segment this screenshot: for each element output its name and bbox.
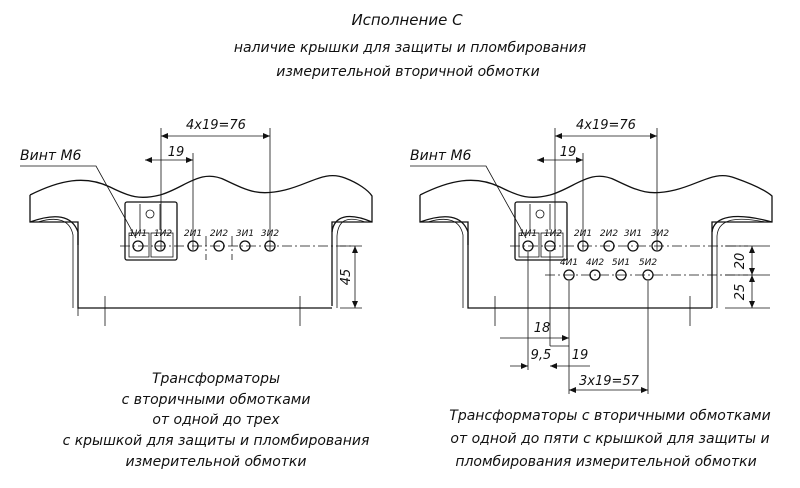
right-dim-18: 18	[534, 321, 551, 336]
right-screw-label: Винт М6	[410, 148, 472, 164]
right-cover	[514, 201, 568, 261]
right-dim-25: 25	[733, 284, 748, 301]
left-flange-left	[29, 216, 79, 245]
right-terminal-8	[589, 269, 601, 281]
right-terminal-label-5: 3И1	[624, 229, 642, 239]
right-caption-line1: Трансформаторы с вторичными обмотками	[449, 408, 770, 424]
right-terminal-label-8: 4И2	[586, 258, 604, 268]
left-caption-line2: с вторичными обмотками	[122, 392, 311, 408]
right-caption-line2: от одной до пяти с крышкой для защиты и	[450, 431, 769, 447]
left-terminal-label-4: 2И2	[210, 229, 228, 239]
left-cover-cell-1	[128, 232, 150, 258]
left-caption-line3: от одной до трех	[152, 412, 280, 428]
right-terminal-7	[563, 269, 575, 281]
left-dim-height: 45	[339, 269, 354, 286]
left-cover	[124, 201, 178, 261]
right-terminal-label-7: 4И1	[560, 258, 578, 268]
left-terminal-label-1: 1И1	[129, 229, 147, 239]
left-caption-line5: измерительной обмотки	[126, 454, 307, 470]
right-flange-left-inner	[427, 218, 464, 308]
left-screw-label: Винт М6	[20, 148, 82, 164]
right-dim-20: 20	[733, 253, 748, 270]
right-terminal-10	[642, 269, 654, 281]
right-flange-left	[419, 216, 469, 245]
left-terminal-3	[187, 240, 199, 252]
left-terminal-label-6: 3И2	[261, 229, 279, 239]
left-flange-right-inner	[336, 218, 366, 308]
left-terminal-2	[154, 240, 166, 252]
left-caption-line1: Трансформаторы	[152, 371, 280, 387]
left-terminal-1	[132, 240, 144, 252]
left-screw-leader	[20, 165, 137, 239]
left-terminal-label-3: 2И1	[184, 229, 202, 239]
right-terminal-9	[615, 269, 627, 281]
right-terminal-5	[627, 240, 639, 252]
left-body-outline	[29, 174, 373, 309]
left-terminal-4	[213, 240, 225, 252]
left-terminal-5	[239, 240, 251, 252]
left-seal-hole	[145, 209, 155, 219]
right-terminal-label-3: 2И1	[574, 229, 592, 239]
left-view: 1И1 1И2 2И1 2И2 3И1 3И2 4х19=76 19 45 Ви…	[20, 118, 373, 470]
right-cover-cell-2	[540, 232, 564, 258]
title: Исполнение С	[351, 11, 463, 29]
right-dim-19-bottom: 19	[572, 348, 589, 363]
right-terminal-label-6: 3И2	[651, 229, 669, 239]
right-dim-total: 4х19=76	[576, 118, 636, 133]
left-terminals: 1И1 1И2 2И1 2И2 3И1 3И2	[129, 229, 279, 252]
right-terminal-6	[651, 240, 663, 252]
right-terminal-label-1: 1И1	[519, 229, 537, 239]
left-terminal-label-2: 1И2	[154, 229, 172, 239]
right-flange-right-inner	[716, 218, 766, 308]
left-terminal-6	[264, 240, 276, 252]
right-dim-bottom-total: 3х19=57	[579, 374, 640, 389]
right-terminal-label-4: 2И2	[600, 229, 618, 239]
right-seal-hole	[535, 209, 545, 219]
left-terminal-label-5: 3И1	[236, 229, 254, 239]
right-screw-leader	[410, 165, 527, 239]
right-terminal-label-2: 1И2	[544, 229, 562, 239]
left-flange-right	[331, 215, 373, 233]
right-caption-line3: пломбирования измерительной обмотки	[455, 454, 756, 470]
right-terminal-1	[522, 240, 534, 252]
right-terminal-4	[603, 240, 615, 252]
right-dim-9-5: 9,5	[531, 348, 552, 363]
right-terminal-2	[544, 240, 556, 252]
right-cover-cell-1	[518, 232, 540, 258]
right-dim-pitch: 19	[560, 145, 577, 160]
subtitle-line2: измерительной вторичной обмотки	[276, 64, 539, 80]
left-cover-cell-2	[150, 232, 174, 258]
right-terminal-label-9: 5И1	[612, 258, 630, 268]
subtitle-line1: наличие крышки для защиты и пломбировани…	[234, 40, 586, 56]
right-terminal-3	[577, 240, 589, 252]
left-dim-total: 4х19=76	[186, 118, 246, 133]
right-body-outline	[419, 174, 773, 309]
right-terminal-label-10: 5И2	[639, 258, 657, 268]
right-flange-right	[711, 215, 773, 233]
right-view: 1И1 1И2 2И1 2И2 3И1 3И2 4И1 4И2 5И1 5И2 …	[410, 118, 773, 470]
left-flange-left-inner	[37, 218, 74, 308]
left-dim-pitch: 19	[168, 145, 185, 160]
left-caption-line4: с крышкой для защиты и пломбирования	[63, 433, 370, 449]
